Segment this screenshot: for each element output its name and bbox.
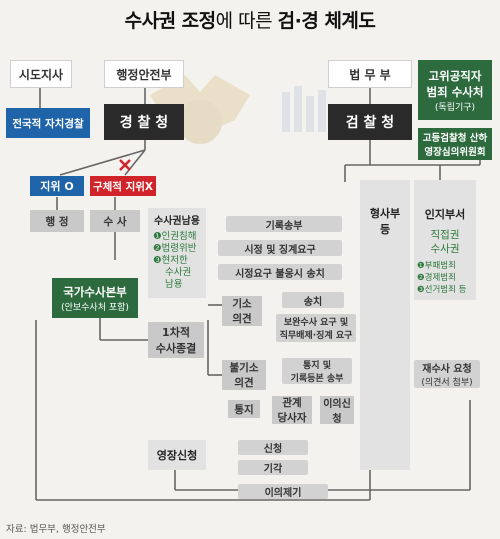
party-line2: 당사자 [277, 412, 307, 424]
red-x-icon [119, 159, 131, 171]
first-close-box: 1차적 수사종결 [148, 322, 204, 358]
objection-line1: 이의신 [323, 399, 351, 410]
governor-box: 시도지사 [10, 60, 72, 88]
abuse-item: ❸현저한 [153, 255, 188, 266]
cio-line2: 범죄 수사처 [426, 84, 484, 99]
records-arrow: 기록송부 [226, 216, 342, 232]
party-box: 관계 당사자 [272, 396, 312, 424]
warrant-committee-box: 고등검찰청 산하 영장심의위원회 [418, 128, 492, 160]
cio-line1: 고위공직자 [428, 68, 482, 83]
committee-line2: 영장심의위원회 [424, 147, 486, 158]
abuse-item: ❶인권침해 [153, 231, 197, 242]
committee-line1: 고등검찰청 산하 [422, 133, 488, 144]
criminal-dept-panel: 형사부 등 [360, 180, 410, 470]
notify-line1: 통지 및 [303, 361, 331, 371]
direct-label: 직접권 수사권 [414, 228, 476, 256]
non-indict-line2: 의견 [234, 377, 254, 389]
source-note: 자료: 법무부, 행정안전부 [6, 524, 106, 535]
cio-sub: (독립기구) [434, 102, 476, 113]
admin-box: 행 정 [30, 210, 84, 232]
criminal-dept-line2: 등 [379, 223, 391, 236]
supplement-line2: 직무배제·징계 요구 [279, 331, 353, 341]
indict-line2: 의견 [232, 313, 252, 325]
dismiss-arrow: 기각 [238, 460, 308, 475]
page-title: 수사권 조정에 따른 검·경 체계도 [0, 6, 500, 33]
reinvest-line2: (의견서 첨부) [421, 378, 473, 388]
investigation-box: 수 사 [90, 210, 140, 232]
prosecution-box: 검 찰 청 [328, 104, 412, 140]
objection-line2: 청 [332, 414, 342, 425]
nib-line1: 국가수사본부 [63, 284, 127, 299]
police-box: 경 찰 청 [104, 104, 184, 140]
abuse-item: 남용 [165, 279, 183, 290]
moj-box: 법 무 부 [328, 60, 412, 88]
appeal-arrow: 이의제기 [238, 484, 328, 499]
noncompliance-arrow: 시정요구 불응시 송치 [218, 264, 342, 280]
warrant-box: 영장신청 [148, 440, 206, 470]
direct-items: ❶부패범죄 ❷경제범죄 ❸선거범죄 등 [414, 260, 476, 296]
objection-box: 이의신 청 [320, 396, 354, 425]
local-police-box: 전국적 자치경찰 [6, 108, 90, 138]
nib-line2: (안보수사처 포함) [61, 302, 129, 313]
cio-box: 고위공직자 범죄 수사처 (독립기구) [418, 60, 492, 120]
party-line1: 관계 [282, 397, 302, 409]
title-bold-2: 검·경 체계도 [277, 10, 376, 32]
indict-box: 기소 의견 [222, 296, 262, 326]
direct-item: ❸선거범죄 등 [417, 285, 467, 295]
direct-item: ❶부패범죄 [417, 261, 456, 271]
supplement-line1: 보완수사 요구 및 [283, 318, 349, 328]
correction-arrow: 시정 및 징계요구 [218, 240, 342, 256]
abuse-items: ❶인권침해 ❷법령위반 ❸현저한 수사권 남용 [148, 231, 206, 291]
first-close-line2: 수사종결 [155, 342, 197, 355]
status-o-badge: 지위 O [30, 176, 84, 196]
notice-box: 통지 [228, 400, 260, 418]
personnel-dept-panel: 인지부서 직접권 수사권 ❶부패범죄 ❷경제범죄 ❸선거범죄 등 [414, 180, 476, 300]
abuse-item: 수사권 [165, 267, 192, 278]
abuse-panel: 수사권남용 ❶인권침해 ❷법령위반 ❸현저한 수사권 남용 [148, 208, 206, 298]
non-indict-line1: 불기소 [229, 362, 259, 374]
status-x-badge: 구체적 지위X [90, 176, 156, 196]
direct-line2: 수사권 [430, 243, 460, 255]
abuse-item: ❷법령위반 [153, 243, 197, 254]
direct-line1: 직접권 [430, 229, 460, 241]
non-indict-box: 불기소 의견 [222, 360, 266, 390]
criminal-dept-line1: 형사부 [369, 207, 401, 220]
notify-line2: 기록등본 송부 [290, 374, 344, 384]
nib-box: 국가수사본부 (안보수사처 포함) [52, 278, 138, 318]
direct-item: ❷경제범죄 [417, 273, 456, 283]
reinvest-line1: 재수사 요청 [422, 364, 472, 375]
transfer-arrow: 송치 [282, 292, 344, 308]
criminal-dept-label: 형사부 등 [360, 206, 410, 238]
indict-line1: 기소 [232, 298, 252, 310]
apply-arrow: 신청 [238, 440, 308, 455]
title-bold-1: 수사권 조정 [124, 10, 217, 32]
prosecution-building-icon [282, 86, 326, 132]
notify-arrow: 통지 및 기록등본 송부 [282, 358, 352, 384]
moi-box: 행정안전부 [104, 60, 184, 88]
first-close-line1: 1차적 [162, 326, 190, 339]
title-light: 에 따른 [215, 10, 278, 32]
abuse-title: 수사권남용 [154, 216, 200, 227]
supplement-arrow: 보완수사 요구 및 직무배제·징계 요구 [276, 314, 356, 342]
reinvest-arrow: 재수사 요청 (의견서 첨부) [414, 360, 480, 388]
personnel-dept-label: 인지부서 [424, 208, 466, 221]
